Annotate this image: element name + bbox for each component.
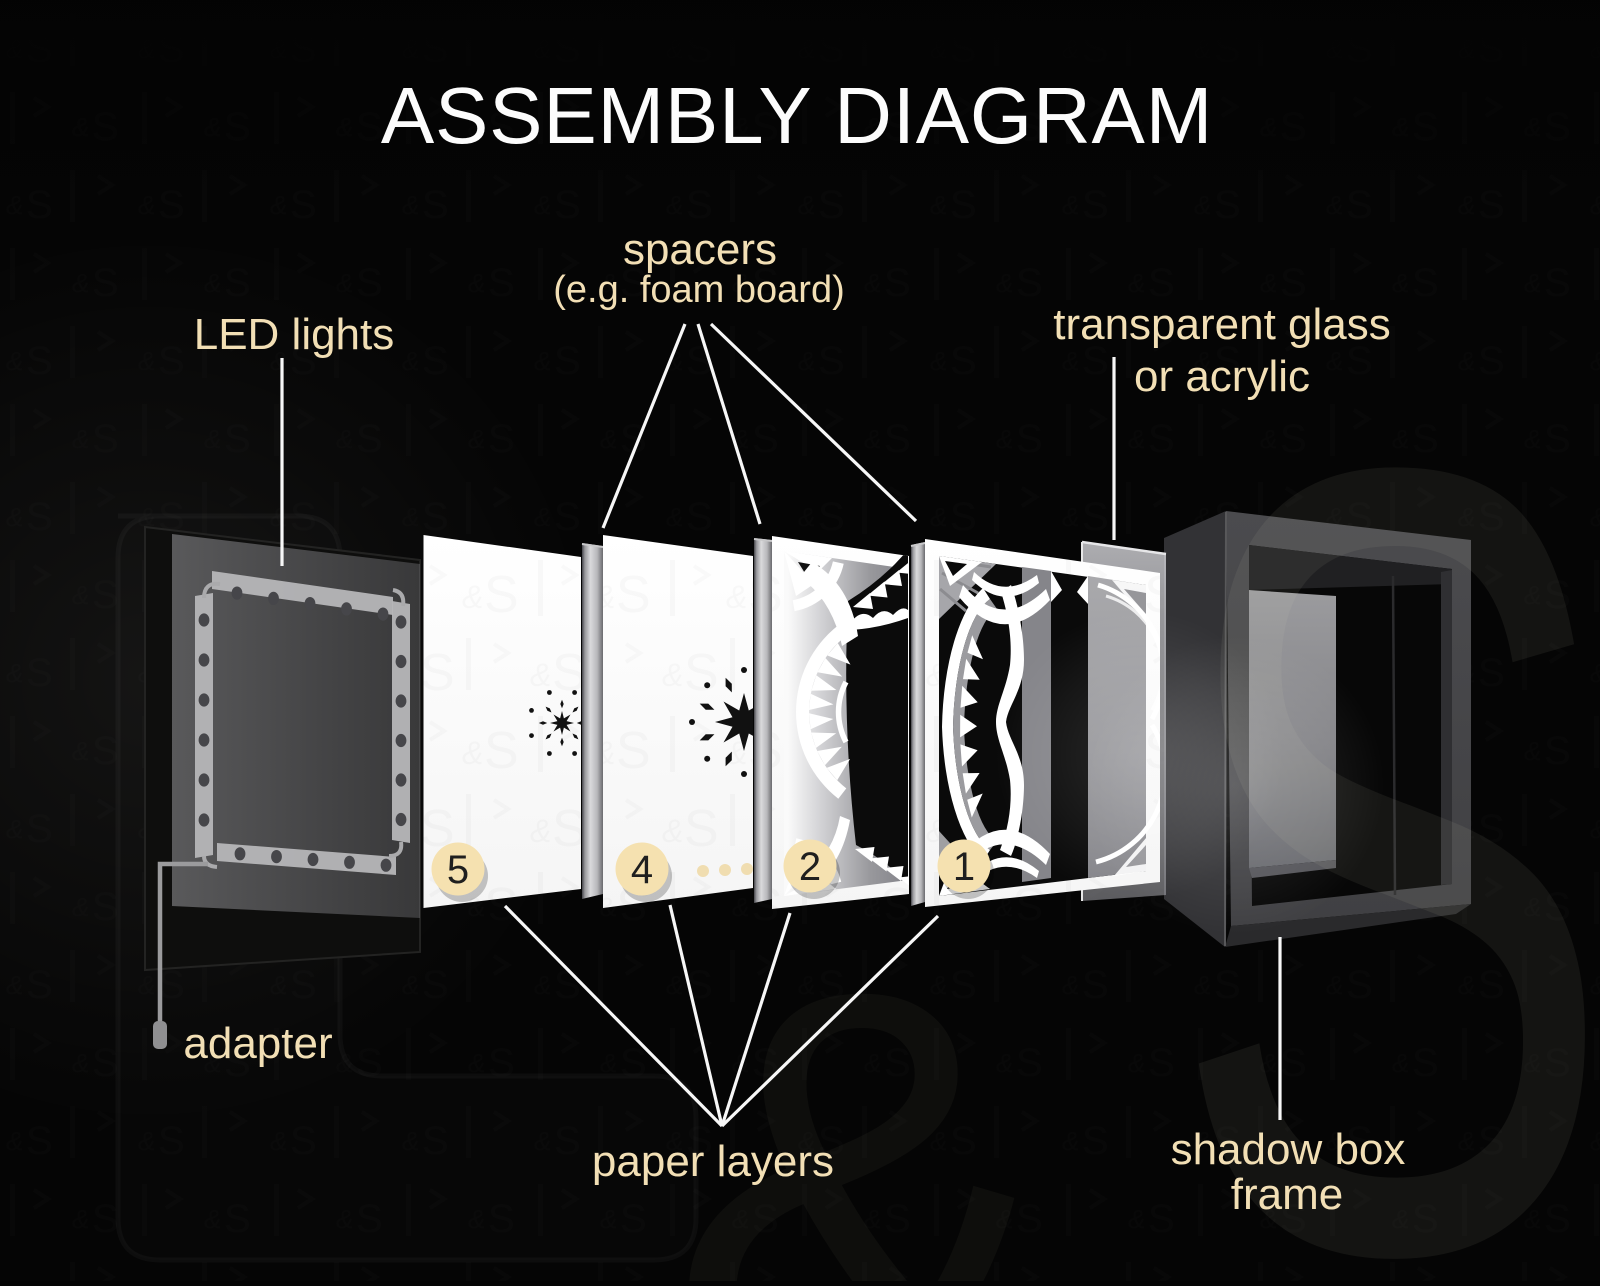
svg-text:transparent glass: transparent glass <box>1053 300 1391 349</box>
svg-text:&: & <box>669 870 1056 1281</box>
svg-text:(e.g. foam board): (e.g. foam board) <box>553 269 844 311</box>
svg-text:shadow box: shadow box <box>1171 1125 1406 1174</box>
svg-text:5: 5 <box>447 848 469 892</box>
svg-text:4: 4 <box>631 848 653 892</box>
svg-text:2: 2 <box>799 845 821 889</box>
svg-text:frame: frame <box>1231 1170 1343 1219</box>
svg-text:paper layers: paper layers <box>592 1137 834 1186</box>
svg-text:or acrylic: or acrylic <box>1134 352 1310 401</box>
svg-text:spacers: spacers <box>623 225 777 274</box>
svg-text:ASSEMBLY DIAGRAM: ASSEMBLY DIAGRAM <box>381 71 1213 160</box>
svg-text:LED lights: LED lights <box>194 310 395 359</box>
svg-text:adapter: adapter <box>183 1019 332 1068</box>
svg-text:1: 1 <box>953 845 975 889</box>
